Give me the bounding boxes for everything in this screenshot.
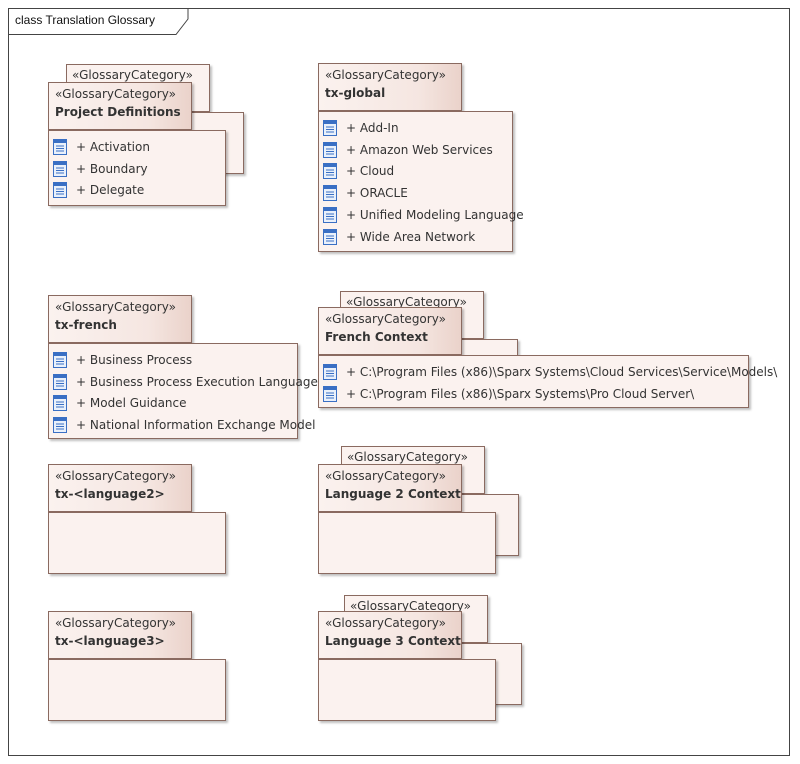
glossary-entry[interactable]: + ORACLE [323, 182, 524, 204]
diagram-title: class Translation Glossary [15, 13, 156, 27]
glossary-entry-icon [53, 182, 67, 199]
glossary-entry[interactable]: + Wide Area Network [323, 226, 524, 248]
glossary-entry-icon [53, 351, 67, 368]
package-stereotype: «GlossaryCategory» [55, 469, 176, 483]
package-stereotype: «GlossaryCategory» [350, 599, 471, 613]
glossary-entry[interactable]: + National Information Exchange Model [53, 414, 318, 436]
glossary-entry[interactable]: + Boundary [53, 158, 150, 180]
glossary-entry[interactable]: + Cloud [323, 161, 524, 183]
glossary-entry[interactable]: + C:\Program Files (x86)\Sparx Systems\C… [323, 361, 777, 383]
glossary-entry-icon [323, 363, 337, 380]
glossary-entry-label: + Unified Modeling Language [346, 208, 524, 223]
glossary-entry-icon [323, 163, 337, 180]
glossary-entry-icon [323, 228, 337, 245]
glossary-entry-label: + National Information Exchange Model [76, 418, 316, 433]
package-stereotype: «GlossaryCategory» [347, 450, 468, 464]
package-stereotype: «GlossaryCategory» [346, 295, 467, 309]
package-stereotype: «GlossaryCategory» [325, 469, 446, 483]
glossary-entry-icon [53, 138, 67, 155]
glossary-entry-label: + Delegate [76, 183, 145, 198]
glossary-entry[interactable]: + C:\Program Files (x86)\Sparx Systems\P… [323, 383, 777, 405]
glossary-entry-label: + Amazon Web Services [346, 142, 493, 157]
package-stereotype: «GlossaryCategory» [72, 68, 193, 82]
glossary-entry-icon [53, 160, 67, 177]
glossary-entry-label: + Business Process Execution Language [76, 374, 318, 389]
glossary-entry-label: + C:\Program Files (x86)\Sparx Systems\C… [346, 364, 778, 379]
package-stereotype: «GlossaryCategory» [325, 68, 446, 82]
diagram-frame [8, 8, 790, 756]
glossary-entry-icon [53, 417, 67, 434]
package-name: tx-<language2> [55, 487, 165, 501]
package-name: Language 2 Context [325, 487, 461, 501]
glossary-entry[interactable]: + Model Guidance [53, 393, 318, 415]
package-items: + Activation + Boundary + Delegate [53, 136, 150, 201]
glossary-entry-label: + Add-In [346, 120, 399, 135]
glossary-entry[interactable]: + Add-In [323, 117, 524, 139]
package-name: tx-french [55, 318, 117, 332]
package-items: + C:\Program Files (x86)\Sparx Systems\C… [323, 361, 777, 405]
package-name: tx-<language3> [55, 634, 165, 648]
glossary-entry-icon [323, 119, 337, 136]
package-stereotype: «GlossaryCategory» [325, 312, 446, 326]
glossary-entry-icon [53, 395, 67, 412]
glossary-entry-icon [323, 207, 337, 224]
glossary-entry-label: + Cloud [346, 164, 395, 179]
glossary-entry[interactable]: + Unified Modeling Language [323, 204, 524, 226]
package-name: Project Definitions [55, 105, 181, 119]
package-name: tx-global [325, 86, 386, 100]
glossary-entry-label: + Activation [76, 139, 150, 154]
package-name: Language 3 Context [325, 634, 461, 648]
glossary-entry-label: + Business Process [76, 352, 193, 367]
package-items: + Business Process + Business Process Exe… [53, 349, 318, 436]
package-items: + Add-In + Amazon Web Services + Cloud + OR… [323, 117, 524, 248]
glossary-entry-icon [323, 141, 337, 158]
glossary-entry[interactable]: + Amazon Web Services [323, 139, 524, 161]
glossary-entry[interactable]: + Activation [53, 136, 150, 158]
glossary-entry[interactable]: + Business Process [53, 349, 318, 371]
glossary-entry-icon [323, 385, 337, 402]
package-stereotype: «GlossaryCategory» [55, 616, 176, 630]
glossary-entry-label: + ORACLE [346, 186, 408, 201]
glossary-entry-icon [323, 185, 337, 202]
frame-tab-outline [8, 8, 189, 35]
package-stereotype: «GlossaryCategory» [325, 616, 446, 630]
glossary-entry-icon [53, 373, 67, 390]
glossary-entry[interactable]: + Business Process Execution Language [53, 371, 318, 393]
package-stereotype: «GlossaryCategory» [55, 87, 176, 101]
glossary-entry-label: + Model Guidance [76, 396, 187, 411]
glossary-entry-label: + Wide Area Network [346, 229, 476, 244]
package-stereotype: «GlossaryCategory» [55, 300, 176, 314]
glossary-entry-label: + Boundary [76, 161, 148, 176]
glossary-entry[interactable]: + Delegate [53, 180, 150, 202]
glossary-entry-label: + C:\Program Files (x86)\Sparx Systems\P… [346, 386, 695, 401]
package-name: French Context [325, 330, 428, 344]
